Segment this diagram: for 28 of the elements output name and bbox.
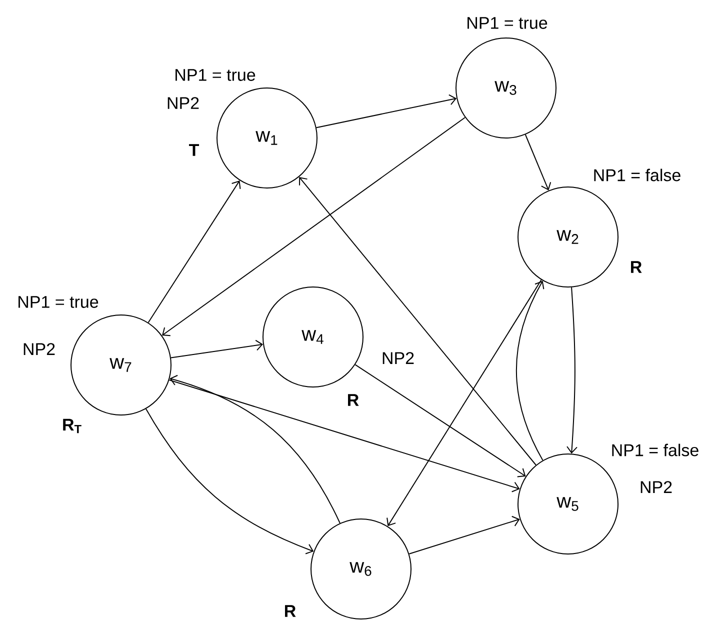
world-annotation: NP1 = true: [468, 17, 548, 29]
world-annotation: NP2: [24, 343, 55, 355]
arrow: [386, 279, 542, 526]
world-annotation: NP2: [640, 481, 672, 493]
arrow: [299, 177, 536, 466]
arrow: [516, 280, 544, 461]
arrow: [170, 374, 340, 524]
arrow: [566, 286, 578, 454]
world-annotation: NP1 = true: [18, 296, 98, 308]
world-annotation: R$_{T}$: [63, 418, 82, 434]
world-annotation: R: [285, 605, 296, 617]
arrow: [148, 180, 241, 324]
world-annotation: NP2: [168, 97, 199, 109]
arrow: [170, 340, 264, 358]
arrow: [354, 364, 526, 478]
world-annotation: NP1 = false: [612, 444, 698, 456]
world-annotation: NP2: [382, 352, 414, 364]
arrow: [168, 380, 520, 492]
arrow: [162, 117, 466, 336]
arrow: [316, 94, 457, 128]
arrow: [145, 408, 314, 554]
world-annotation: R: [631, 261, 642, 273]
world-annotation: T: [189, 144, 200, 156]
arrow: [524, 134, 552, 190]
world-annotation: NP1 = true: [176, 69, 256, 81]
arrow: [408, 516, 520, 554]
world-annotation: R: [348, 394, 359, 406]
world-annotation: NP1 = false: [594, 168, 680, 182]
